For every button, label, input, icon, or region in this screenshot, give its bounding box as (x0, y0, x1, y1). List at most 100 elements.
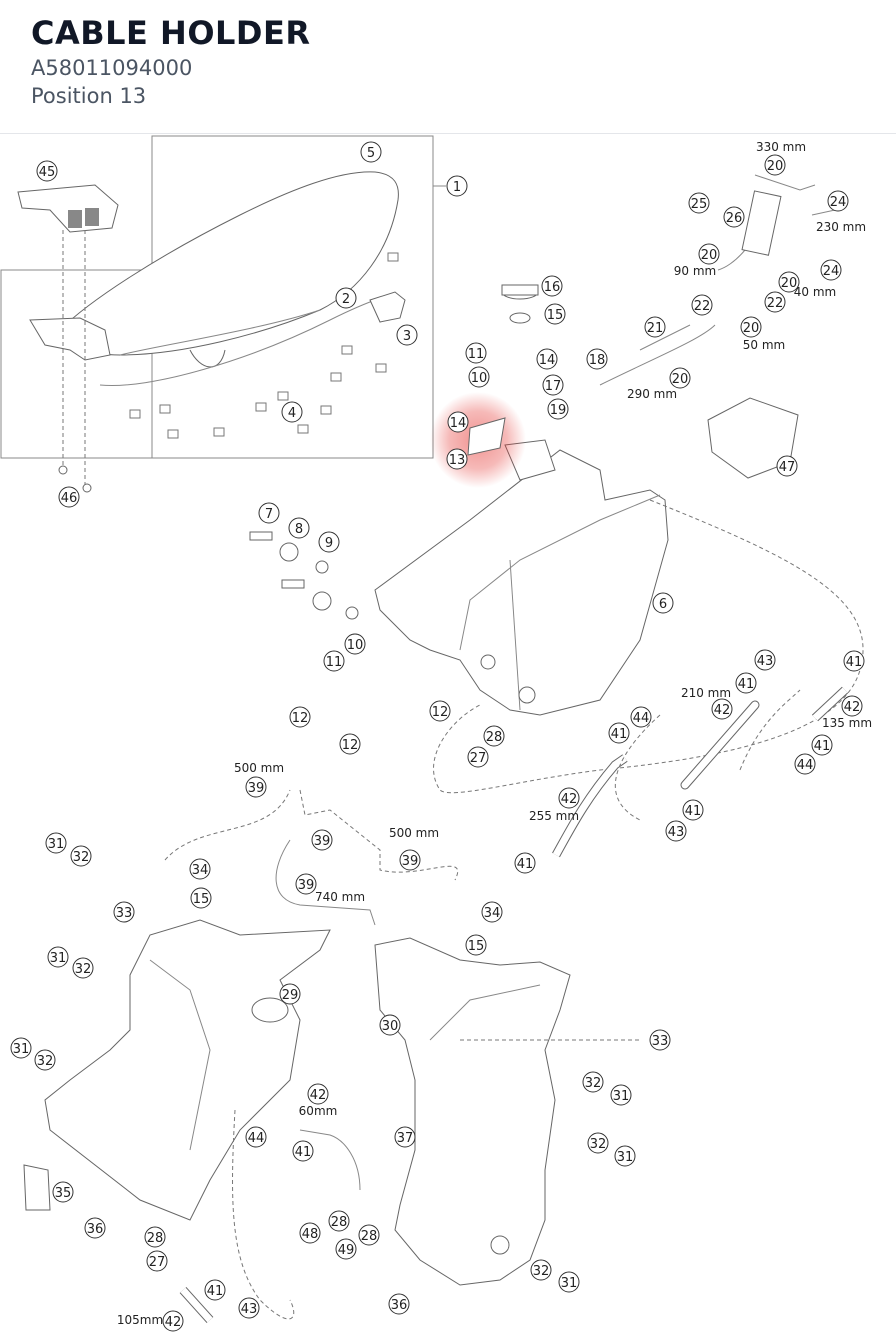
callout-32[interactable]: 32 (34, 1049, 56, 1071)
callout-28[interactable]: 28 (483, 725, 505, 747)
callout-3[interactable]: 3 (396, 324, 418, 346)
callout-20[interactable]: 20 (764, 154, 786, 176)
callout-42[interactable]: 42 (162, 1310, 184, 1332)
callout-45[interactable]: 45 (36, 160, 58, 182)
callout-31[interactable]: 31 (610, 1084, 632, 1106)
callout-31[interactable]: 31 (45, 832, 67, 854)
callout-22[interactable]: 22 (691, 294, 713, 316)
callout-44[interactable]: 44 (245, 1126, 267, 1148)
svg-text:41: 41 (738, 677, 755, 692)
callout-24[interactable]: 24 (820, 259, 842, 281)
callout-4[interactable]: 4 (281, 401, 303, 423)
callout-2[interactable]: 2 (335, 287, 357, 309)
callout-17[interactable]: 17 (542, 374, 564, 396)
svg-text:25: 25 (691, 197, 708, 212)
callout-44[interactable]: 44 (794, 753, 816, 775)
callout-12[interactable]: 12 (339, 733, 361, 755)
callout-37[interactable]: 37 (394, 1126, 416, 1148)
callout-32[interactable]: 32 (70, 845, 92, 867)
callout-8[interactable]: 8 (288, 517, 310, 539)
callout-6[interactable]: 6 (652, 592, 674, 614)
callout-32[interactable]: 32 (72, 957, 94, 979)
callout-22[interactable]: 22 (764, 291, 786, 313)
callout-34[interactable]: 34 (481, 901, 503, 923)
callout-27[interactable]: 27 (467, 746, 489, 768)
callout-31[interactable]: 31 (47, 946, 69, 968)
callout-36[interactable]: 36 (84, 1217, 106, 1239)
callout-20[interactable]: 20 (740, 316, 762, 338)
callout-27[interactable]: 27 (146, 1250, 168, 1272)
callout-19[interactable]: 19 (547, 398, 569, 420)
callout-11[interactable]: 11 (323, 650, 345, 672)
callout-1[interactable]: 1 (446, 175, 468, 197)
callout-30[interactable]: 30 (379, 1014, 401, 1036)
callout-20[interactable]: 20 (669, 367, 691, 389)
callout-49[interactable]: 49 (335, 1238, 357, 1260)
callout-41[interactable]: 41 (843, 650, 865, 672)
callout-48[interactable]: 48 (299, 1222, 321, 1244)
callout-39[interactable]: 39 (245, 776, 267, 798)
callout-15[interactable]: 15 (190, 887, 212, 909)
dimension-labels: 330 mm 230 mm 90 mm 40 mm 50 mm 290 mm 2… (117, 140, 872, 1327)
callout-20[interactable]: 20 (778, 271, 800, 293)
callout-26[interactable]: 26 (723, 206, 745, 228)
callout-41[interactable]: 41 (735, 672, 757, 694)
callout-44[interactable]: 44 (630, 706, 652, 728)
callout-14[interactable]: 14 (447, 411, 469, 433)
callout-39[interactable]: 39 (311, 829, 333, 851)
callout-41[interactable]: 41 (292, 1140, 314, 1162)
callout-15[interactable]: 15 (544, 303, 566, 325)
callout-21[interactable]: 21 (644, 316, 666, 338)
callout-14[interactable]: 14 (536, 348, 558, 370)
callout-42[interactable]: 42 (558, 787, 580, 809)
callout-31[interactable]: 31 (558, 1271, 580, 1293)
svg-text:8: 8 (295, 522, 303, 537)
callout-46[interactable]: 46 (58, 486, 80, 508)
callout-10[interactable]: 10 (468, 366, 490, 388)
callout-43[interactable]: 43 (665, 820, 687, 842)
callout-20[interactable]: 20 (698, 243, 720, 265)
callout-42[interactable]: 42 (841, 695, 863, 717)
callout-43[interactable]: 43 (238, 1297, 260, 1319)
svg-text:16: 16 (544, 280, 561, 295)
callout-25[interactable]: 25 (688, 192, 710, 214)
callout-24[interactable]: 24 (827, 190, 849, 212)
callout-41[interactable]: 41 (811, 734, 833, 756)
callout-32[interactable]: 32 (530, 1259, 552, 1281)
callout-15[interactable]: 15 (465, 934, 487, 956)
callout-5[interactable]: 5 (360, 141, 382, 163)
callout-18[interactable]: 18 (586, 348, 608, 370)
callout-32[interactable]: 32 (587, 1132, 609, 1154)
callout-42[interactable]: 42 (307, 1083, 329, 1105)
callout-34[interactable]: 34 (189, 858, 211, 880)
bolts-bushings (249, 531, 359, 620)
callout-36[interactable]: 36 (388, 1293, 410, 1315)
callout-13[interactable]: 13 (446, 448, 468, 470)
callout-47[interactable]: 47 (776, 455, 798, 477)
callout-43[interactable]: 43 (754, 649, 776, 671)
callout-41[interactable]: 41 (608, 722, 630, 744)
callout-28[interactable]: 28 (328, 1210, 350, 1232)
callout-12[interactable]: 12 (289, 706, 311, 728)
callout-41[interactable]: 41 (682, 799, 704, 821)
callout-33[interactable]: 33 (649, 1029, 671, 1051)
callout-10[interactable]: 10 (344, 633, 366, 655)
callout-39[interactable]: 39 (295, 873, 317, 895)
callout-28[interactable]: 28 (144, 1226, 166, 1248)
callout-31[interactable]: 31 (614, 1145, 636, 1167)
callout-29[interactable]: 29 (279, 983, 301, 1005)
callout-28[interactable]: 28 (358, 1224, 380, 1246)
callout-41[interactable]: 41 (204, 1279, 226, 1301)
callout-9[interactable]: 9 (318, 531, 340, 553)
callout-33[interactable]: 33 (113, 901, 135, 923)
callout-7[interactable]: 7 (258, 502, 280, 524)
callout-16[interactable]: 16 (541, 275, 563, 297)
callout-12[interactable]: 12 (429, 700, 451, 722)
callout-39[interactable]: 39 (399, 849, 421, 871)
callout-35[interactable]: 35 (52, 1181, 74, 1203)
callout-42[interactable]: 42 (711, 698, 733, 720)
callout-41[interactable]: 41 (514, 852, 536, 874)
callout-11[interactable]: 11 (465, 342, 487, 364)
callout-32[interactable]: 32 (582, 1071, 604, 1093)
callout-31[interactable]: 31 (10, 1037, 32, 1059)
